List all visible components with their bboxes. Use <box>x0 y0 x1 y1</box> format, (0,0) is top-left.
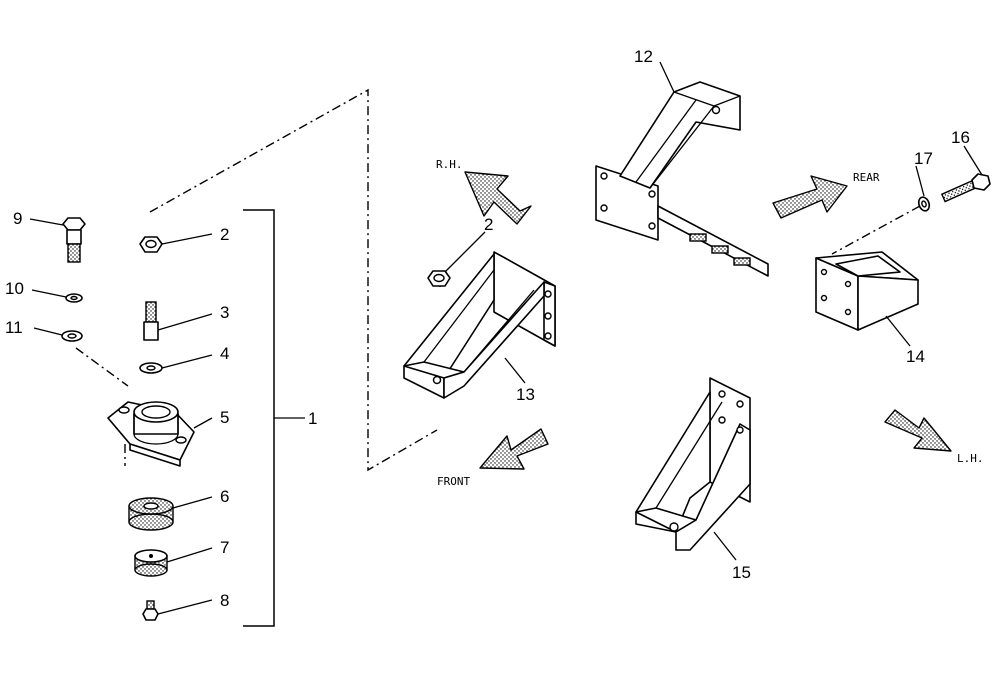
callout-numbers: 1 2 3 4 5 6 7 8 9 10 11 2 12 13 14 15 16… <box>5 47 970 610</box>
washer-part-11 <box>33 327 83 342</box>
flange-mount-part-5 <box>107 401 213 467</box>
isolator-part-6 <box>128 496 213 531</box>
callout-2-right: 2 <box>484 215 493 234</box>
callout-5: 5 <box>220 408 229 427</box>
washer-part-17 <box>915 165 931 212</box>
callout-3: 3 <box>220 303 229 322</box>
stud-part-3 <box>143 301 213 341</box>
rear-direction-arrow-icon <box>772 175 848 219</box>
callout-13: 13 <box>516 385 535 404</box>
front-direction-arrow-icon <box>479 428 549 470</box>
lockwasher-part-10 <box>31 289 83 303</box>
callout-1: 1 <box>308 409 317 428</box>
cup-part-7 <box>134 547 213 577</box>
callout-10: 10 <box>5 279 24 298</box>
callout-17: 17 <box>914 149 933 168</box>
bracket-part-14 <box>815 251 919 347</box>
assembly-bracket <box>243 209 305 627</box>
callout-12: 12 <box>634 47 653 66</box>
callout-14: 14 <box>906 347 925 366</box>
front-label: FRONT <box>437 475 470 488</box>
lh-label: L.H. <box>957 452 984 465</box>
callout-11: 11 <box>5 318 23 337</box>
bolt-part-16 <box>940 145 991 203</box>
rh-direction-arrow-icon <box>464 171 532 225</box>
callout-7: 7 <box>220 538 229 557</box>
bracket-part-13 <box>403 251 556 399</box>
callout-6: 6 <box>220 487 229 506</box>
lh-direction-arrow-icon <box>884 409 952 452</box>
bracket-part-15 <box>635 377 751 561</box>
bolt-part-9 <box>29 217 86 263</box>
bracket-part-12 <box>595 61 769 277</box>
callout-16: 16 <box>951 128 970 147</box>
nut-part-2 <box>139 233 213 253</box>
rear-label: REAR <box>853 171 880 184</box>
nut-part-2-right <box>427 231 486 287</box>
callout-9: 9 <box>13 209 22 228</box>
callout-4: 4 <box>220 344 229 363</box>
screw-part-8 <box>142 599 213 621</box>
washer-part-4 <box>139 354 213 374</box>
callout-8: 8 <box>220 591 229 610</box>
callout-2: 2 <box>220 225 229 244</box>
callout-15: 15 <box>732 563 751 582</box>
rh-label: R.H. <box>436 158 463 171</box>
